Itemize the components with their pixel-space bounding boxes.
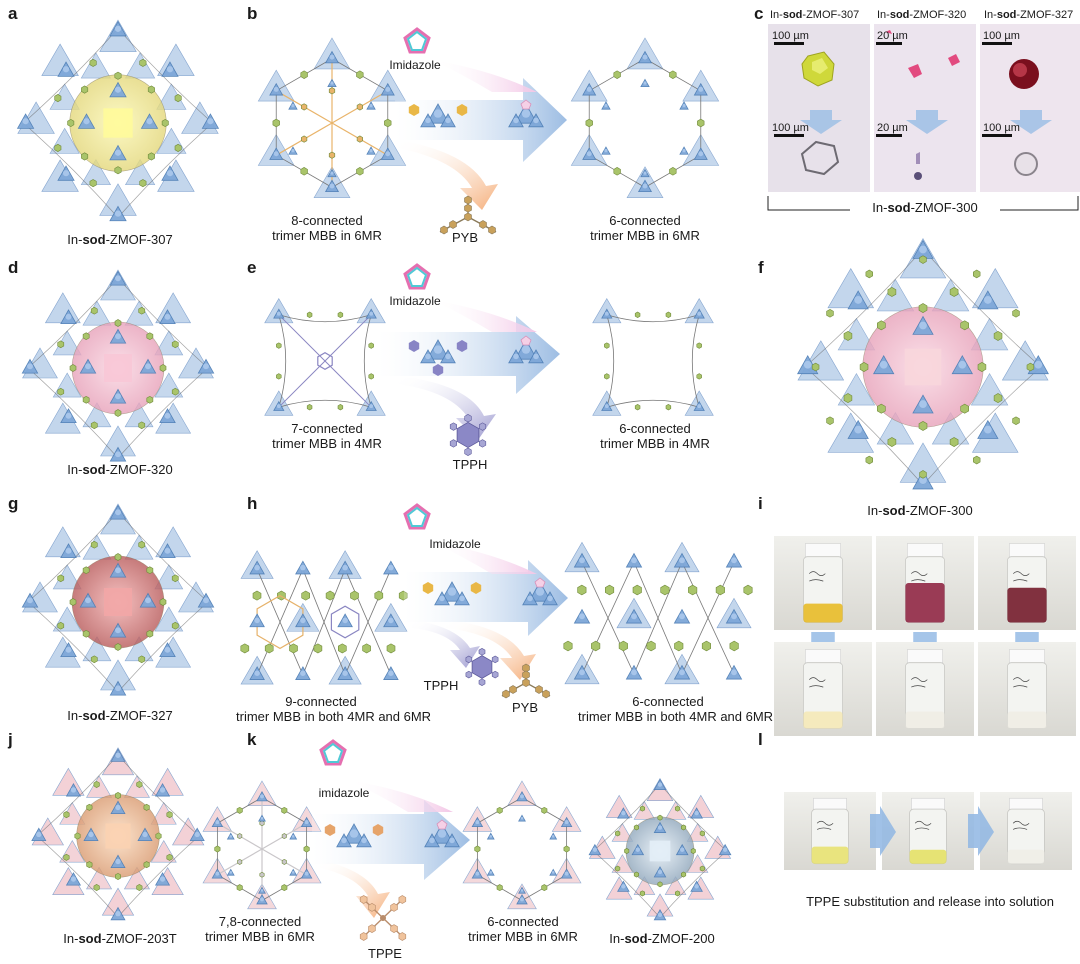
panel-label-a: a xyxy=(8,4,18,23)
caption-l: TPPE substitution and release into solut… xyxy=(806,894,1054,909)
mbb-icons-h xyxy=(422,577,558,606)
scalebar-1: 100 µm xyxy=(772,30,809,42)
caption-d: In-sod-ZMOF-320 xyxy=(67,462,173,477)
caption-a: In-sod-ZMOF-307 xyxy=(67,232,173,247)
c-header-307: In-sod-ZMOF-307 xyxy=(770,9,860,21)
pyb-linker-icon xyxy=(501,663,551,699)
scalebar-3: 100 µm xyxy=(983,30,1020,42)
panel-label-h: h xyxy=(247,494,258,513)
tpph-label-e: TPPH xyxy=(452,457,488,472)
vial-photos-i xyxy=(774,536,1076,736)
tppe-label: TPPE xyxy=(368,946,402,961)
panel-label-k: k xyxy=(247,730,257,749)
framework-sod-327 xyxy=(21,503,215,696)
mbb-icons-b xyxy=(408,99,544,128)
imidazole-icon xyxy=(403,27,431,54)
mbb-icons-e xyxy=(408,335,544,376)
ring-both-6connected xyxy=(563,541,753,685)
reagent-label-e: Imidazole xyxy=(389,294,441,308)
mbb-icons-k xyxy=(324,819,460,848)
pyb-linker-icon xyxy=(439,195,497,235)
tpph-linker-icon xyxy=(465,648,499,686)
caption-g: In-sod-ZMOF-327 xyxy=(67,708,173,723)
vial-photos-l xyxy=(784,792,1072,870)
imidazole-icon xyxy=(319,739,347,766)
panel-label-g: g xyxy=(8,494,19,513)
panel-label-j: j xyxy=(8,730,13,749)
c-bottom-label: In-sod-ZMOF-300 xyxy=(850,200,1000,215)
reagent-label-h: Imidazole xyxy=(429,537,481,551)
release-arrow-h-orange xyxy=(446,620,536,680)
c-header-327: In-sod-ZMOF-327 xyxy=(984,9,1074,21)
imidazole-icon xyxy=(403,263,431,290)
reagent-arrow-k xyxy=(348,780,453,812)
ring-6mr-6connected xyxy=(570,37,720,199)
substitution-arrow-h xyxy=(404,560,568,636)
imidazole-icon xyxy=(403,503,431,530)
framework-sod-200 xyxy=(588,777,732,921)
caption-j: In-sod-ZMOF-203T xyxy=(63,931,177,946)
panel-label-e: e xyxy=(247,258,257,277)
substitution-arrow-k xyxy=(312,800,470,880)
caption-k-product: In-sod-ZMOF-200 xyxy=(609,931,715,946)
crystal-photos xyxy=(768,24,1080,192)
pyb-label: PYB xyxy=(451,230,478,245)
substitution-arrow-b xyxy=(395,78,567,162)
tppe-linker-icon xyxy=(359,895,407,941)
c-header-320: In-sod-ZMOF-320 xyxy=(877,9,967,21)
caption-f: In-sod-ZMOF-300 xyxy=(867,503,973,518)
panel-label-l: l xyxy=(758,730,763,749)
panel-label-d: d xyxy=(8,258,19,277)
reagent-arrow-e xyxy=(432,300,537,332)
reagent-arrow-b xyxy=(432,60,537,92)
ring-both-9connected xyxy=(240,550,408,685)
reagent-arrow-h xyxy=(432,542,537,574)
tpph-linker-icon xyxy=(449,414,487,456)
scalebar-5: 20 µm xyxy=(877,122,908,134)
ring-6mr-k-product xyxy=(462,780,582,910)
scalebar-6: 100 µm xyxy=(983,122,1020,134)
panel-label-c: c xyxy=(754,4,764,23)
framework-sod-300 xyxy=(797,238,1049,490)
ring-4mr-6connected xyxy=(592,298,714,416)
reagent-label-b: Imidazole xyxy=(389,58,441,72)
ring-4mr-7connected xyxy=(264,298,386,416)
tpph-label-h: TPPH xyxy=(423,678,459,693)
panel-label-f: f xyxy=(758,258,764,277)
release-arrow-b xyxy=(398,140,498,210)
framework-sod-307 xyxy=(16,19,220,222)
substitution-arrow-e xyxy=(378,316,560,394)
framework-sod-320 xyxy=(21,269,215,462)
ring-6mr-78connected xyxy=(202,780,322,910)
release-arrow-h-purple xyxy=(412,620,480,668)
panel-label-i: i xyxy=(758,494,763,513)
framework-sod-203T xyxy=(31,747,205,921)
reagent-label-k: imidazole xyxy=(318,786,370,800)
panel-label-b: b xyxy=(247,4,258,23)
scalebar-4: 100 µm xyxy=(772,122,809,134)
ring-6mr-8connected xyxy=(257,37,407,199)
pyb-label-h: PYB xyxy=(511,700,538,715)
scalebar-2: 20 µm xyxy=(877,30,908,42)
